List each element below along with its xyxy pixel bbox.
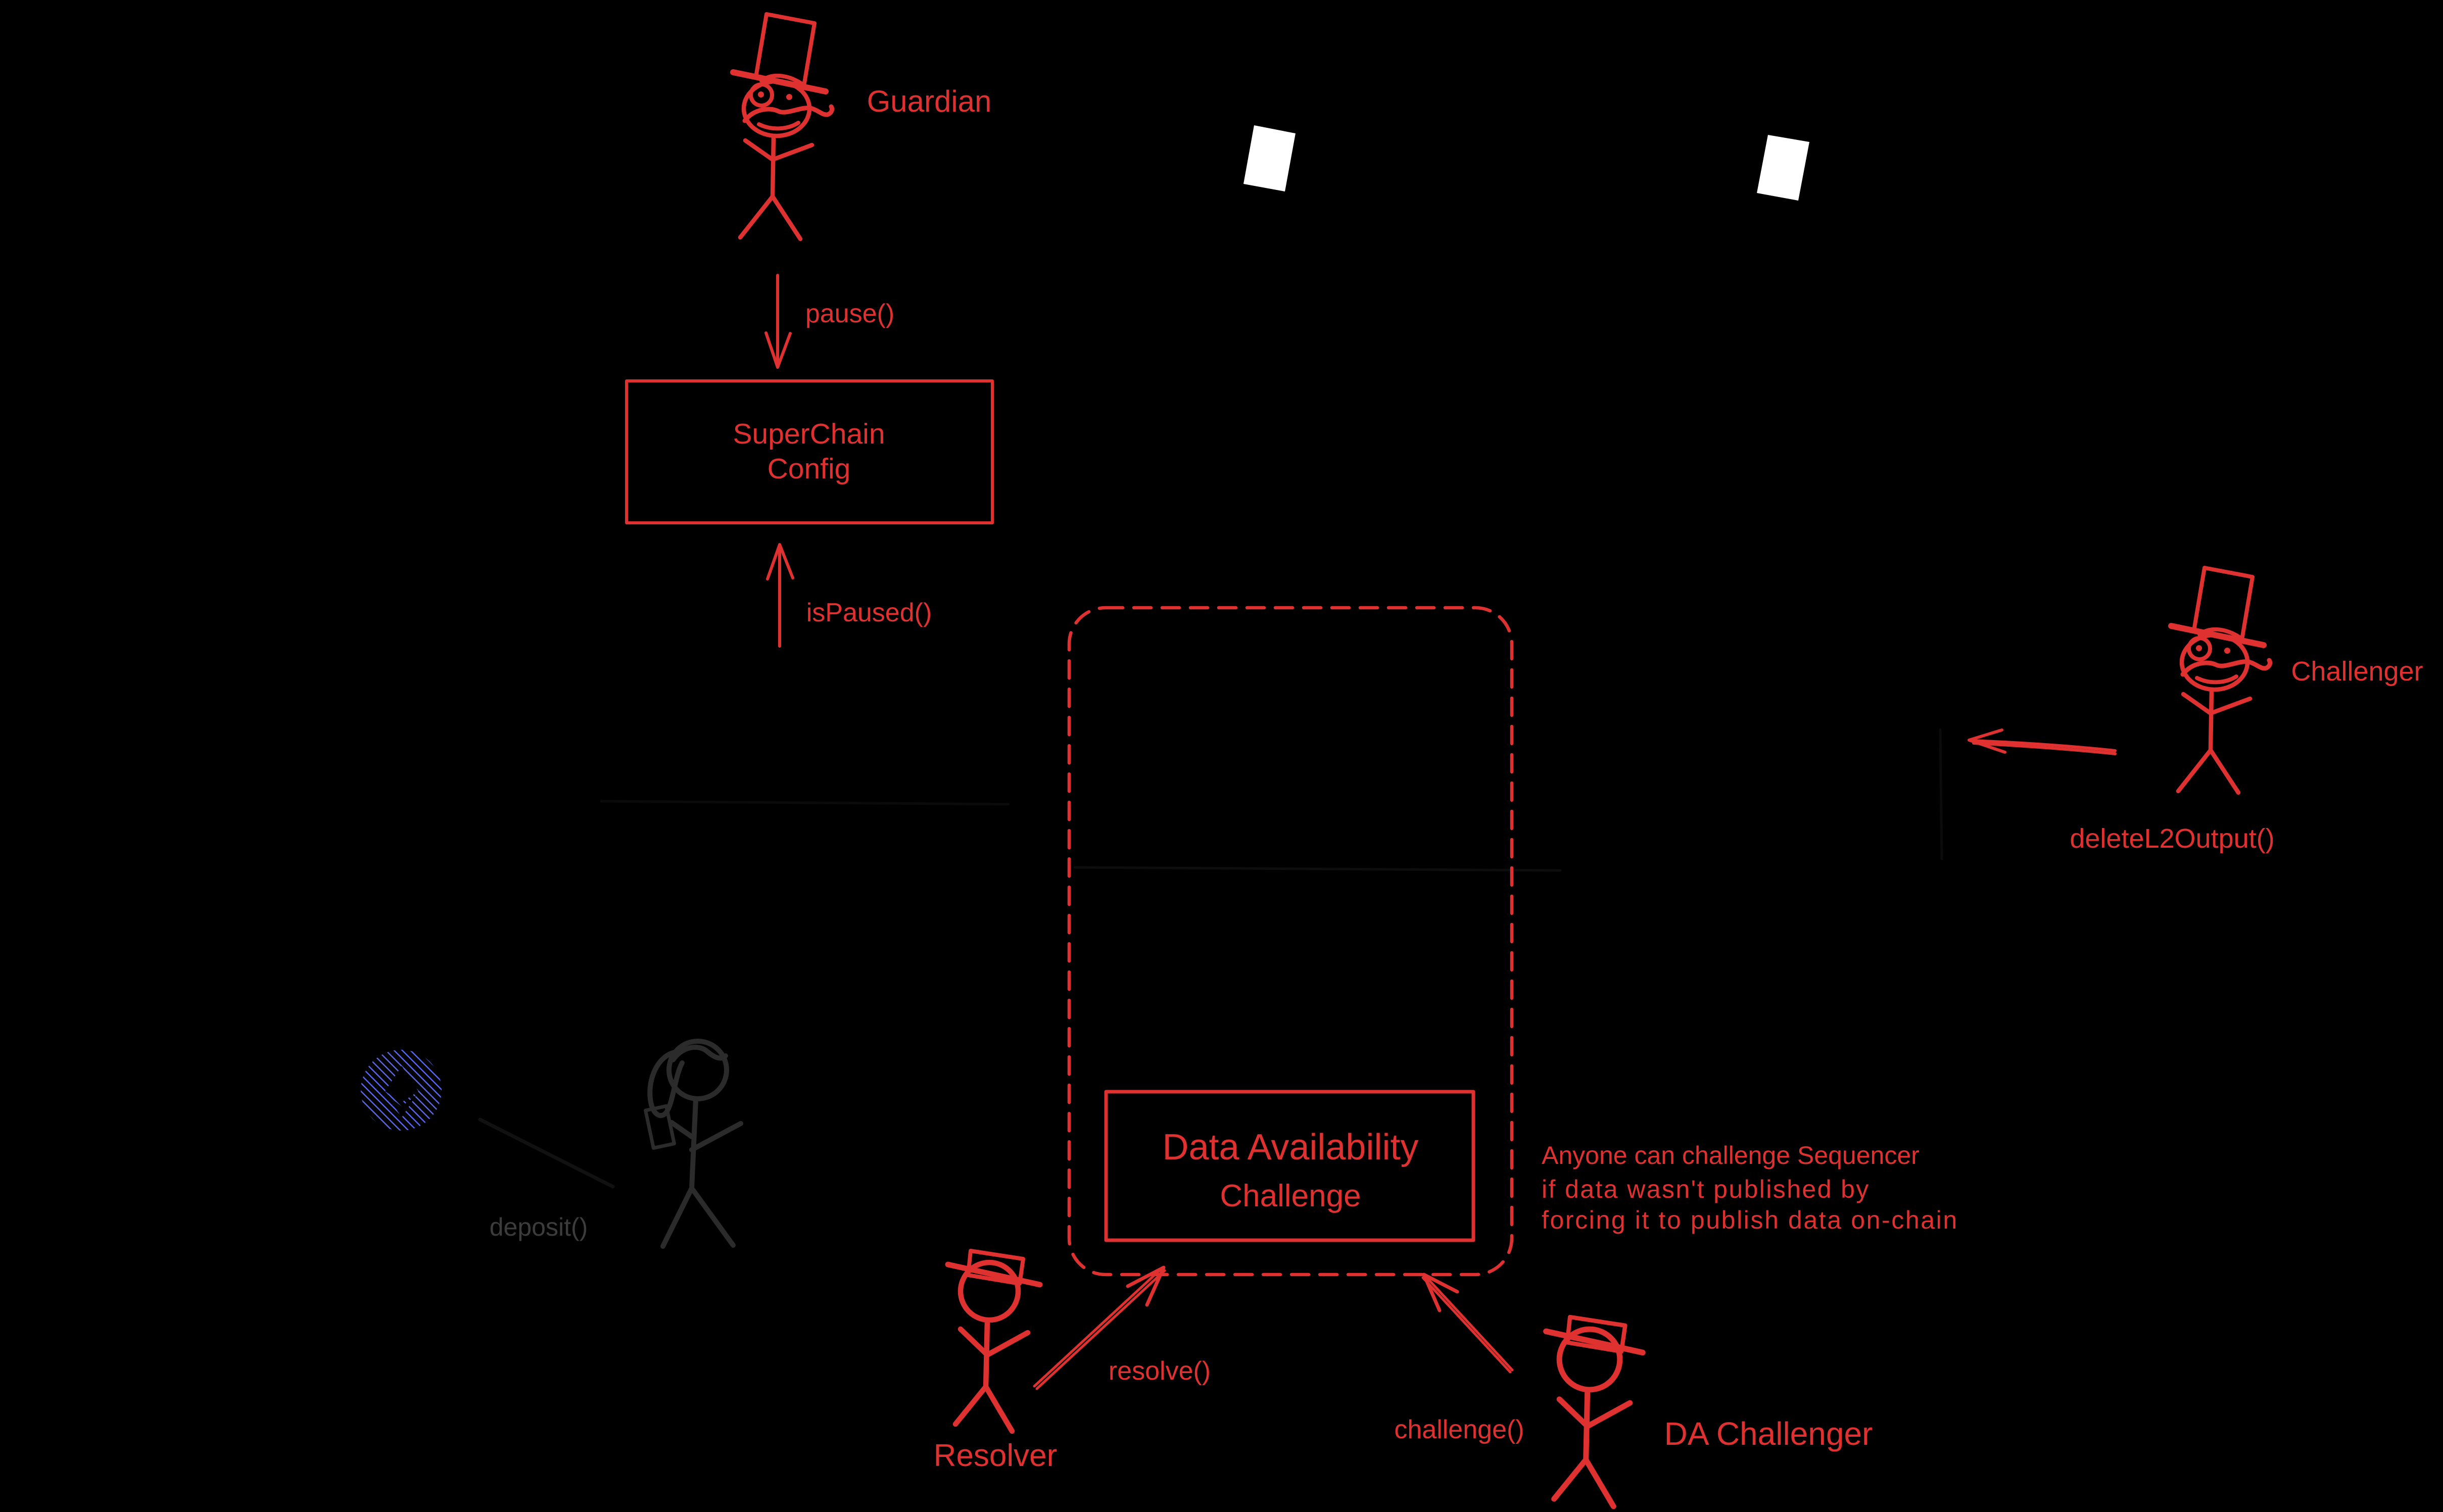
- svg-text:Challenger: Challenger: [2291, 656, 2423, 687]
- svg-text:deleteL2Output(): deleteL2Output(): [2070, 823, 2274, 854]
- svg-text:challenge(): challenge(): [1394, 1415, 1524, 1444]
- svg-text:SuperChain: SuperChain: [733, 418, 885, 450]
- svg-text:Challenge: Challenge: [1220, 1179, 1361, 1213]
- svg-text:Anyone can challenge Sequencer: Anyone can challenge Sequencer: [1542, 1141, 1920, 1169]
- svg-text:deposit(): deposit(): [490, 1213, 588, 1241]
- svg-text:forcing it to publish data on-: forcing it to publish data on-chain: [1542, 1206, 1958, 1234]
- svg-text:isPaused(): isPaused(): [806, 598, 932, 627]
- svg-text:resolve(): resolve(): [1109, 1356, 1211, 1386]
- svg-text:DA Challenger: DA Challenger: [1664, 1416, 1873, 1452]
- svg-text:Guardian: Guardian: [867, 84, 992, 118]
- svg-text:pause(): pause(): [805, 299, 894, 328]
- svg-text:Resolver: Resolver: [934, 1438, 1058, 1473]
- svg-text:Data Availability: Data Availability: [1163, 1127, 1419, 1167]
- svg-text:if data wasn't published by: if data wasn't published by: [1542, 1175, 1870, 1203]
- svg-text:Config: Config: [768, 453, 851, 485]
